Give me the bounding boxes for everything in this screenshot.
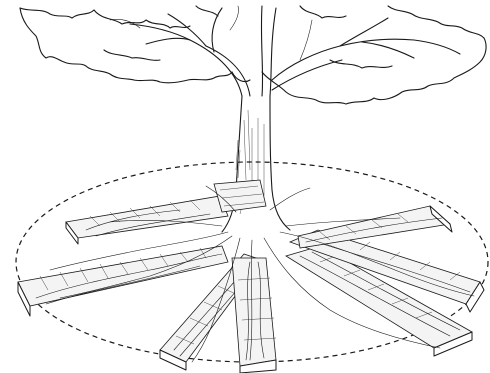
trench-right-upper	[298, 206, 452, 248]
trench-upper-center	[214, 180, 266, 212]
tree-canopy	[20, 6, 486, 104]
trench-left-lower	[18, 246, 228, 316]
trench-bottom-center	[232, 258, 276, 373]
tree-trunk	[222, 96, 290, 232]
trench-left-upper	[66, 196, 228, 244]
